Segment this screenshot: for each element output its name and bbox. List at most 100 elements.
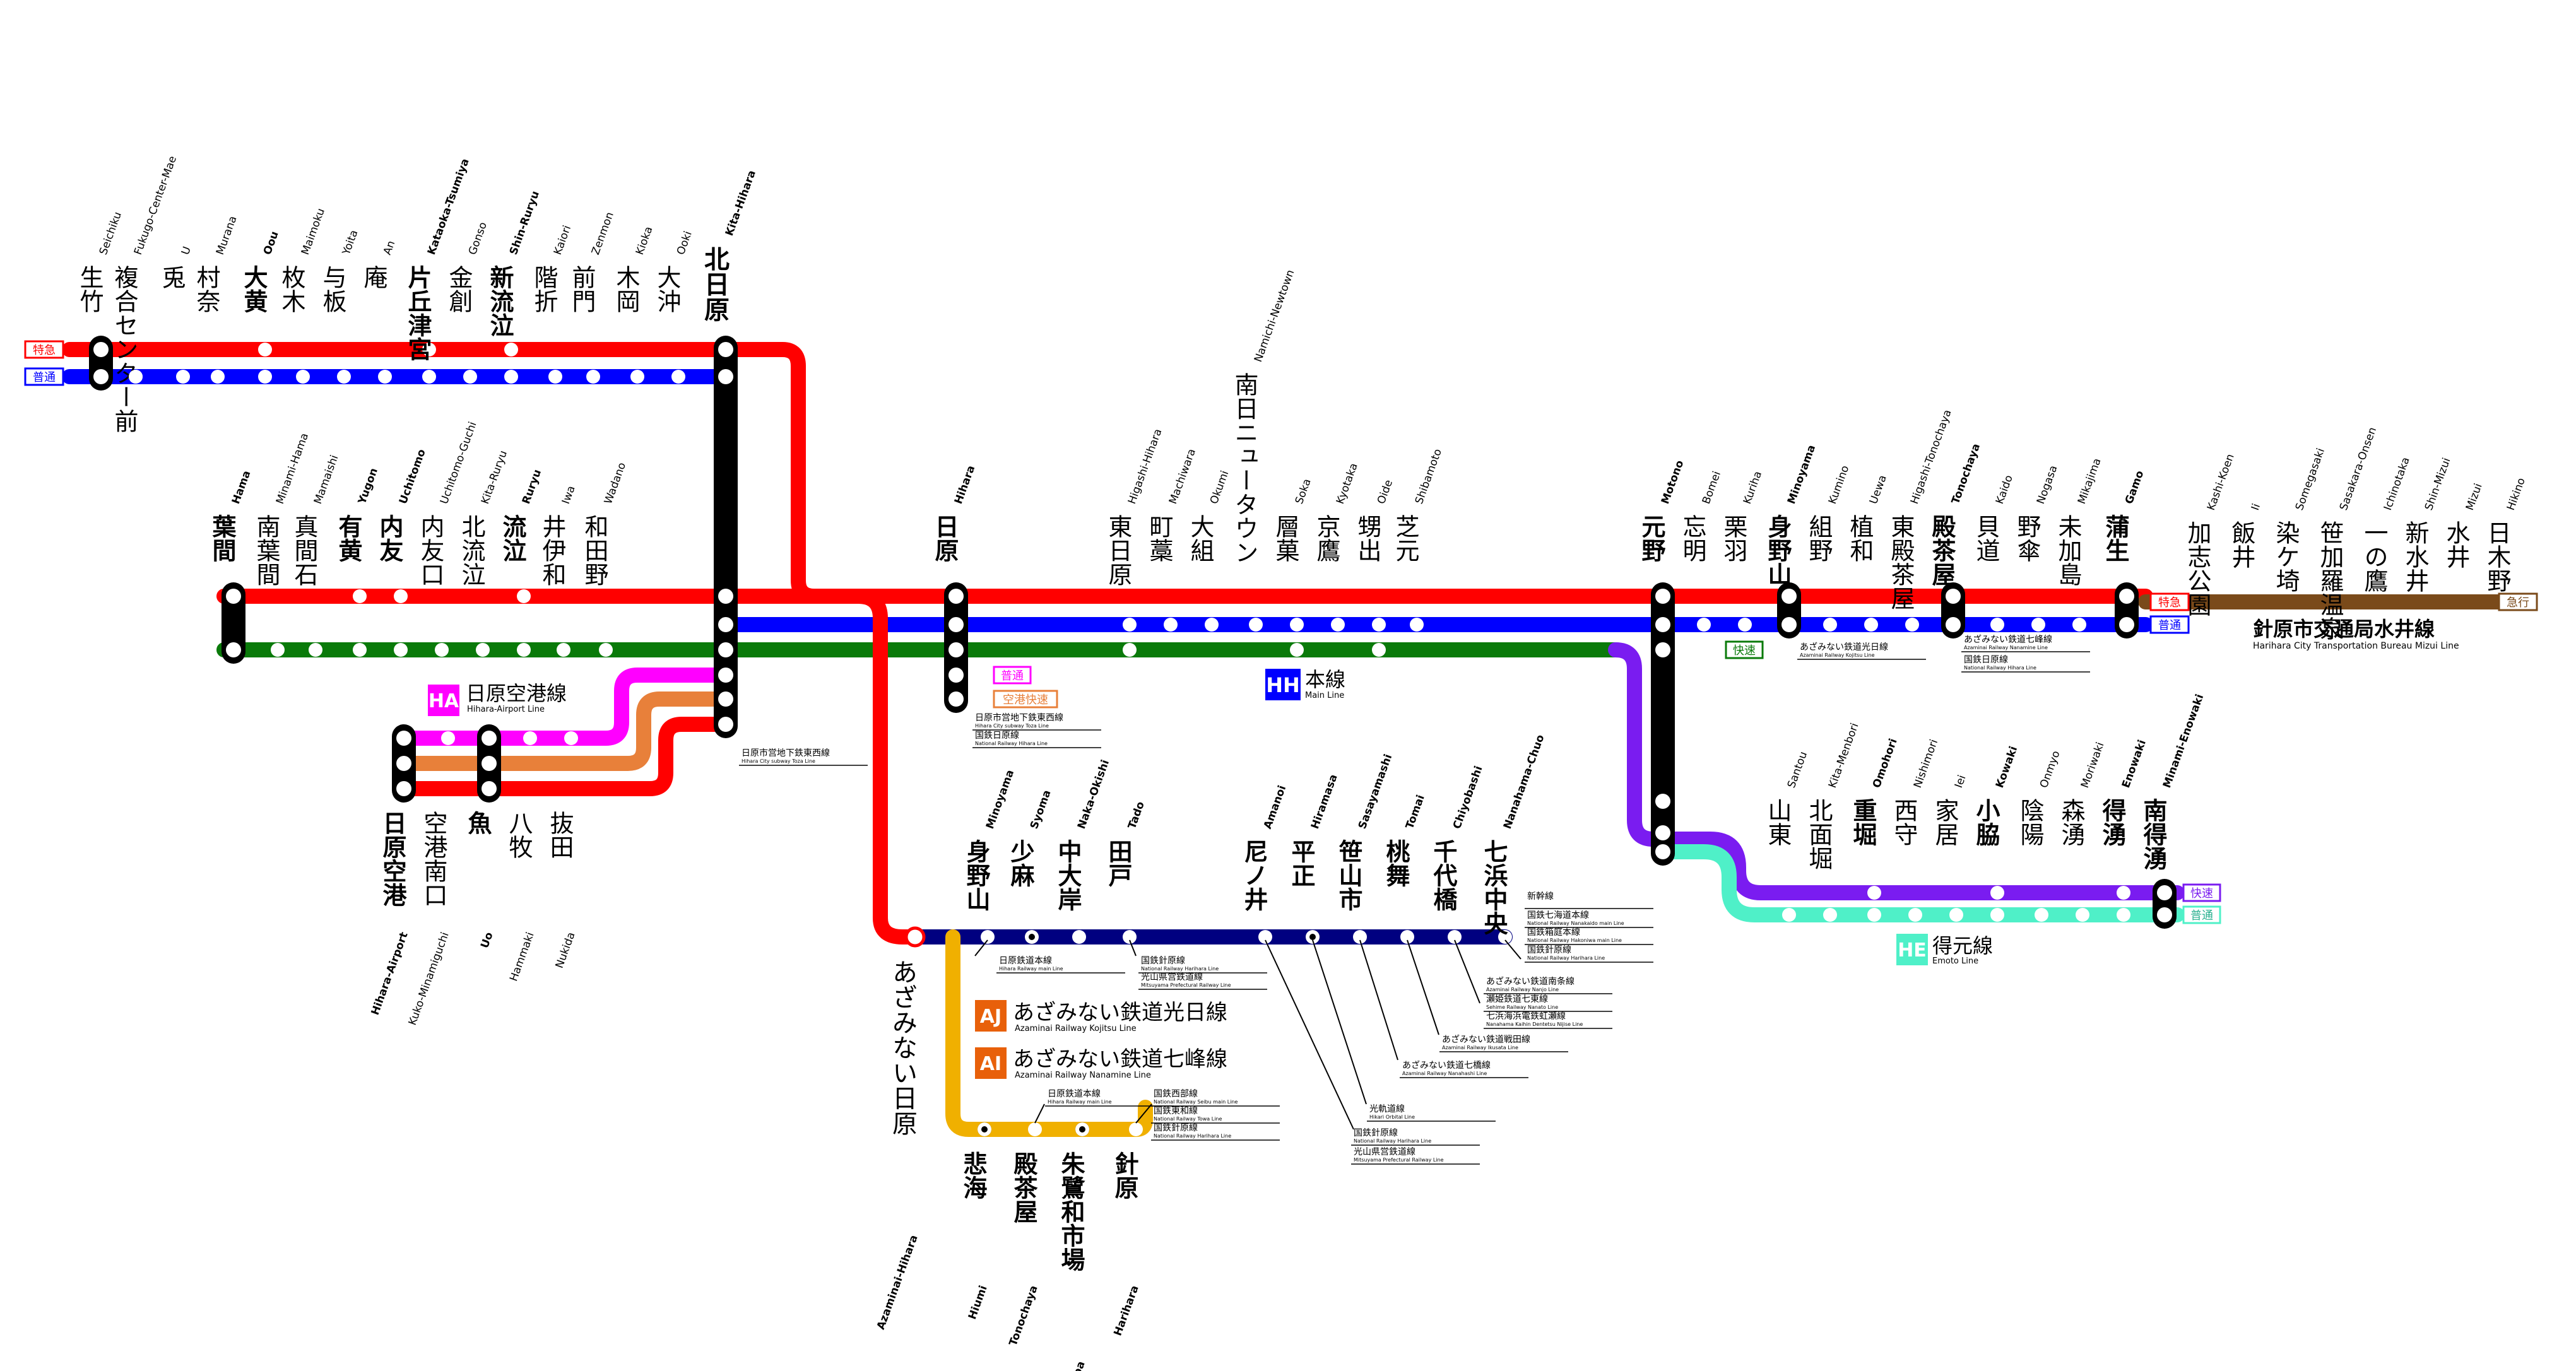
mid-station-25-en: Higashi-Tonochaya <box>1908 408 1954 506</box>
uo-1-hub-dot <box>482 756 497 771</box>
mid-station-32-label: 飯井 <box>2228 521 2255 568</box>
yellow-station-0-label: 悲海 <box>959 1151 987 1199</box>
azami-station-10-label: 七浜中央 <box>1480 839 1508 935</box>
mid-station-10-en: Hihara <box>952 464 978 505</box>
mid-station-8-en: Iwa <box>560 484 578 505</box>
mid-station-12-en: Machiwara <box>1167 447 1198 506</box>
uo-0-hub-dot <box>482 731 497 746</box>
mid-station-12-0-marker-inner <box>1165 619 1176 630</box>
emoto-station-3-en: Nishimori <box>1911 738 1941 789</box>
mid-station-4-1-marker-inner <box>395 644 406 656</box>
mid-station-1-en: Minami-Hama <box>274 432 311 506</box>
top-station-13-label: 木岡 <box>612 265 640 313</box>
top-2-marker-inner <box>177 371 189 382</box>
fan-line-1 <box>1129 939 1137 956</box>
mid-station-37-label: 水井 <box>2442 521 2470 568</box>
tonochaya-1-note-en: Azaminai Railway Nanamine Line <box>1964 645 2048 650</box>
mid-station-21-en: Kuriha <box>1741 469 1764 506</box>
azami-station-8-label: 桃舞 <box>1382 839 1410 887</box>
mid-station-2-label: 真間石 <box>290 514 318 586</box>
mid-station-16-label: 京鷹 <box>1313 514 1340 562</box>
mid-station-11-1-marker-inner <box>1124 644 1135 656</box>
mid-station-6-en: Kita-Ruryu <box>479 449 510 505</box>
azami-station-6-inner <box>1309 934 1316 940</box>
top-station-8-label: 片丘津宮 <box>404 265 432 361</box>
azami-station-1-marker-inner <box>982 931 993 943</box>
mid-station-19-en: Motono <box>1659 459 1686 506</box>
badge-tokkyu-top <box>24 340 64 359</box>
mid-station-13-label: 大組 <box>1186 514 1214 562</box>
airport-station-4-en: Nukida <box>553 931 578 970</box>
top-station-10-label: 新流泣 <box>486 265 514 337</box>
nanahama-2-note-en: National Railway Nanakaido main Line <box>1527 921 1624 926</box>
top-station-5-label: 枚木 <box>278 265 305 313</box>
amanoi-1-note-en: National Railway Harihara Line <box>1354 1138 1431 1144</box>
mid-station-0-hub <box>222 582 245 664</box>
badge-kaisoku-emoto <box>2182 883 2221 902</box>
kuko-minamiguchi-marker-inner <box>442 733 454 744</box>
mid-station-33-label: 染ケ埼 <box>2272 521 2300 592</box>
emoto-local-line <box>1665 844 2185 922</box>
top-5-marker-inner <box>297 371 309 382</box>
mid-station-22b-hub-dot <box>1781 617 1797 632</box>
top-13-marker-inner <box>632 371 643 382</box>
mid-station-27-en: Kaido <box>1994 474 2016 506</box>
kita-hihara-3-hub-dot <box>718 617 733 632</box>
mid-station-21-label: 栗羽 <box>1720 514 1747 562</box>
he-badge <box>1896 934 1928 965</box>
ha-badge-code: HA <box>428 690 459 712</box>
emoto-station-8-rapid-marker-inner <box>2118 887 2129 898</box>
mid-station-22-label: 身野山 <box>1764 514 1792 586</box>
kita-hihara-1-hub-dot <box>718 369 733 384</box>
emoto-station-2-label: 重堀 <box>1849 798 1877 847</box>
azami-minoyama-note-en: Hihara Railway main Line <box>999 966 1063 972</box>
badge-futsu-top-text: 普通 <box>33 371 56 384</box>
mid-station-193-hub-dot <box>1655 794 1670 809</box>
mid-station-1-0-marker-inner <box>272 644 283 656</box>
mid-station-30-en: Gamo <box>2123 469 2147 505</box>
top-1b-marker-inner <box>130 371 141 382</box>
badge-tokkyu-gamo-text: 特急 <box>2158 596 2181 609</box>
mid-station-32-en: Ii <box>2249 502 2263 512</box>
nanahama-4-note-en: National Railway Harihara Line <box>1527 955 1605 961</box>
chiyobashi-1-note: あざみない鉄道南条線 <box>1486 976 1575 987</box>
emoto-station-0-en: Santou <box>1785 750 1810 790</box>
tado-1-note: 国鉄針原線 <box>1141 956 1185 966</box>
emoto-station-4-en: Iei <box>1953 774 1969 790</box>
mid-station-3-1-marker-inner <box>354 644 365 656</box>
kita-hihara-hub <box>714 336 738 738</box>
mid-station-16-0-marker-inner <box>1332 619 1344 630</box>
mid-station-190-hub-dot <box>1655 589 1670 604</box>
badge-kaisoku-main-text: 快速 <box>1733 644 1756 657</box>
top-station-6-en: Yoita <box>340 228 361 257</box>
mid-station-27-0-marker-inner <box>1992 619 2003 630</box>
top-station-4-en: Oou <box>261 230 281 257</box>
mid-station-191-hub-dot <box>1655 617 1670 632</box>
route-lines <box>62 342 2532 1137</box>
top-station-2-label: 兎 <box>158 265 186 289</box>
mizui-line-en: Harihara City Transportation Bureau Mizu… <box>2253 641 2459 651</box>
badge-kyuko-mizui-text: 急行 <box>2507 596 2529 609</box>
mid-station-24-0-marker-inner <box>1865 619 1877 630</box>
azami-station-0-label: あざみない日原 <box>888 959 917 1136</box>
mid-station-29-label: 未加島 <box>2054 514 2082 586</box>
azami-station-9-label: 千代橋 <box>1429 839 1457 911</box>
emoto-station-9a-hub-dot <box>2157 885 2172 900</box>
top-station-11-en: Kaiori <box>552 224 574 257</box>
badge-kaisoku-main <box>1725 640 1764 659</box>
ai-badge-name: あざみない鉄道七峰線 <box>1013 1047 1227 1072</box>
azami-station-1-en: Minoyama <box>984 768 1017 831</box>
ai-badge-code: AI <box>980 1053 1001 1075</box>
mid-station-36-en: Shin-Mizui <box>2423 456 2454 512</box>
hihara-airport-1-hub-dot <box>396 756 411 771</box>
emoto-station-8-en: Enowaki <box>2120 738 2149 790</box>
top-7-marker-inner <box>379 371 391 382</box>
airport-station-3-label: 八牧 <box>505 811 533 859</box>
ha-badge-name: 日原空港線 <box>466 681 567 705</box>
mid-station-17-1-marker-inner <box>1373 644 1385 656</box>
ai-badge <box>975 1047 1007 1079</box>
top-station-5-en: Maimoku <box>299 207 328 257</box>
mid-station-102-hub-dot <box>948 642 964 657</box>
mid-station-35-label: 一の鷹 <box>2360 521 2388 592</box>
top-station-4-label: 大黄 <box>240 265 268 313</box>
